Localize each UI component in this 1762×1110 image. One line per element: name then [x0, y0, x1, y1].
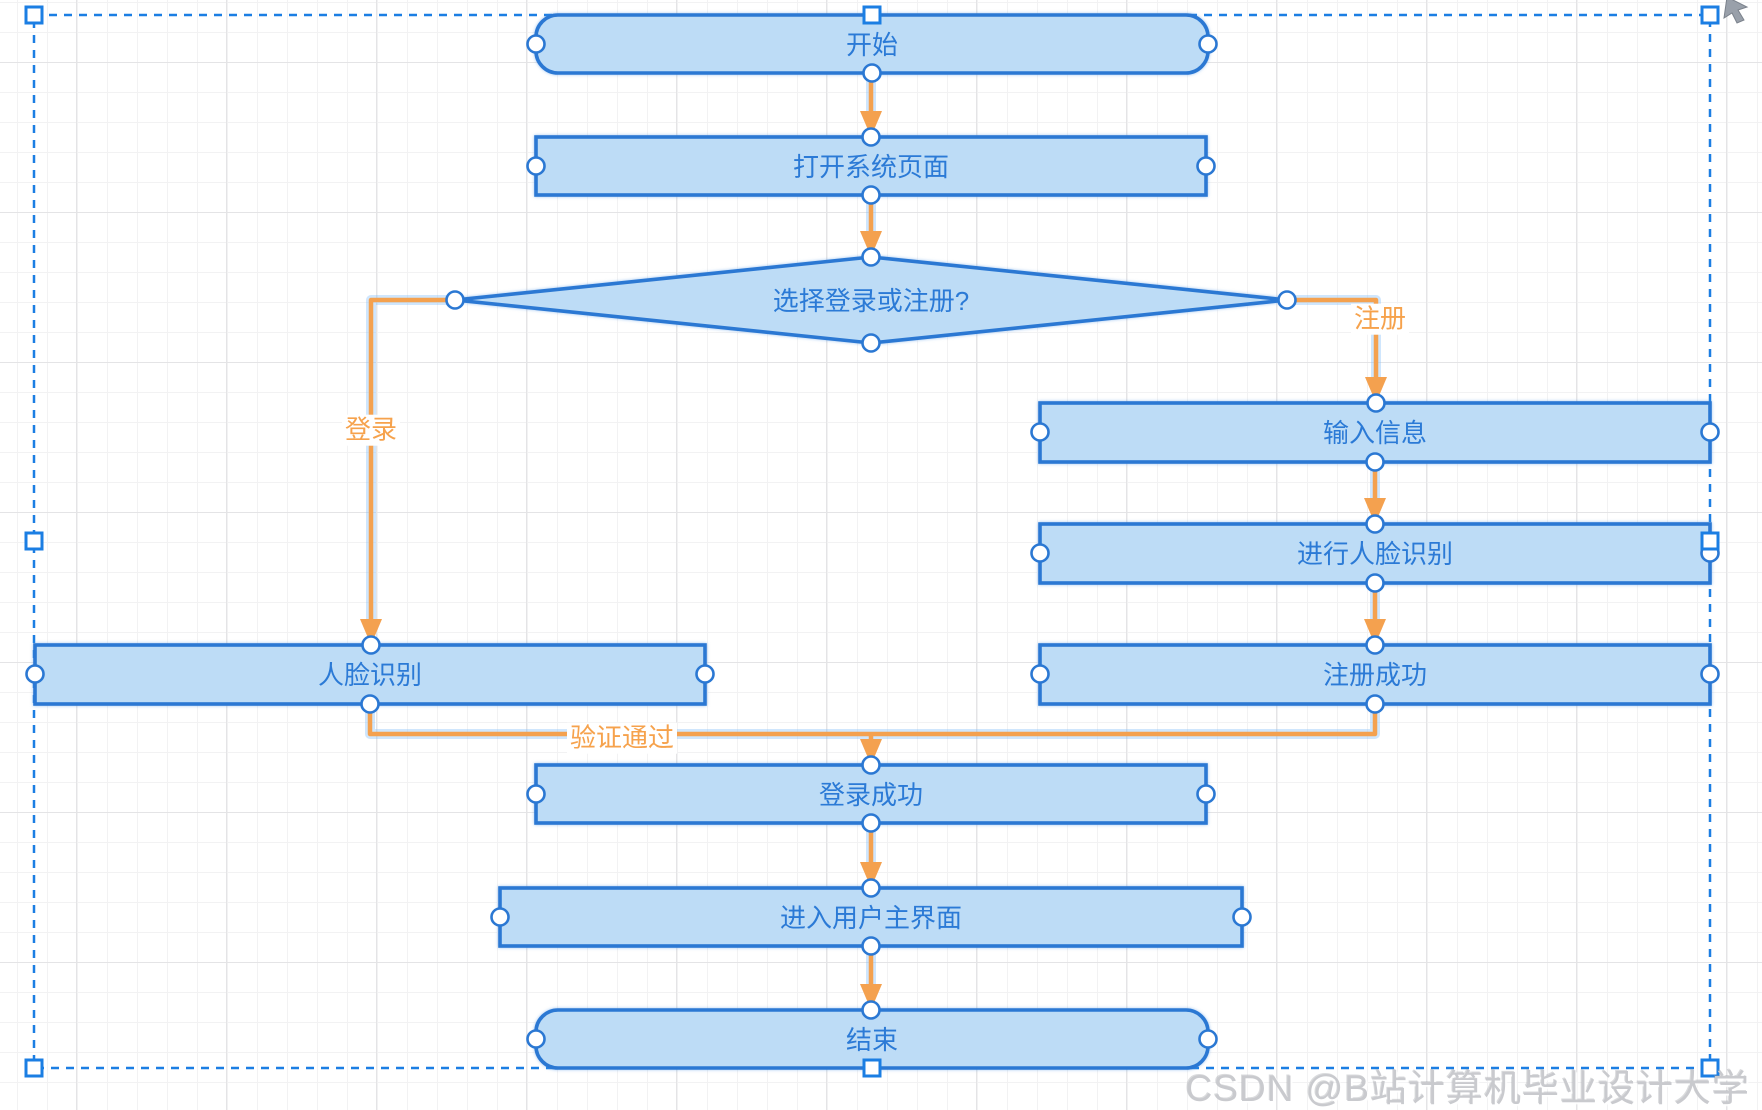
node-login-success-label: 登录成功 [819, 780, 923, 810]
connection-point[interactable] [360, 694, 380, 714]
connection-point[interactable] [861, 878, 881, 898]
connection-point[interactable] [1198, 34, 1218, 54]
connection-point[interactable] [526, 1029, 546, 1049]
selection-handle-bottom-left[interactable] [24, 1058, 44, 1078]
arrowhead-icon [860, 862, 882, 888]
connection-point[interactable] [1366, 393, 1386, 413]
connection-point[interactable] [1030, 664, 1050, 684]
arrowhead-icon [1364, 619, 1386, 645]
node-input-info-label: 输入信息 [1323, 418, 1427, 448]
connection-point[interactable] [1365, 694, 1385, 714]
connection-point[interactable] [861, 247, 881, 267]
connection-point[interactable] [1198, 1029, 1218, 1049]
node-enter-user-main-ui-label: 进入用户主界面 [780, 903, 962, 933]
connection-point[interactable] [1196, 156, 1216, 176]
arrowhead-icon [860, 111, 882, 137]
connection-point[interactable] [25, 664, 45, 684]
node-register-success-label: 注册成功 [1323, 660, 1427, 690]
edge-face-recognition-to-login-success[interactable] [365, 704, 1380, 765]
selection-handle-top-center[interactable] [862, 5, 882, 25]
connection-point[interactable] [861, 127, 881, 147]
connection-point[interactable] [1365, 514, 1385, 534]
arrowhead-icon [860, 984, 882, 1010]
connection-point[interactable] [361, 635, 381, 655]
connection-point[interactable] [490, 907, 510, 927]
connection-point[interactable] [1232, 907, 1252, 927]
arrowhead-icon [860, 231, 882, 257]
selection-handle-bottom-center[interactable] [862, 1058, 882, 1078]
connection-point[interactable] [526, 156, 546, 176]
connection-point[interactable] [1030, 422, 1050, 442]
arrowhead-icon [1365, 377, 1387, 403]
connection-point[interactable] [445, 290, 465, 310]
connection-point[interactable] [861, 936, 881, 956]
connection-point[interactable] [1196, 784, 1216, 804]
nodes-layer: 开始 打开系统页面 选择登录或注册? 输入信息 进行人脸识别 注册成功 [33, 13, 1712, 1070]
connection-points-layer [25, 34, 1720, 1049]
arrowhead-icon [1364, 498, 1386, 524]
edges-layer [360, 73, 1387, 1010]
node-decision-label: 选择登录或注册? [773, 286, 969, 316]
selection-handle-top-right[interactable] [1700, 5, 1720, 25]
node-decision-choose-login-or-register[interactable]: 选择登录或注册? [454, 255, 1288, 345]
edge-decision-to-face-recognition[interactable] [360, 295, 455, 645]
node-input-info[interactable]: 输入信息 [1038, 401, 1712, 464]
connection-point[interactable] [1700, 422, 1720, 442]
connection-point[interactable] [1030, 543, 1050, 563]
selection-handle-middle-right[interactable] [1700, 531, 1720, 551]
node-face-recognition-label: 人脸识别 [318, 660, 422, 690]
connection-point[interactable] [695, 664, 715, 684]
connection-point[interactable] [1365, 635, 1385, 655]
connection-point[interactable] [1365, 452, 1385, 472]
connection-point[interactable] [861, 185, 881, 205]
csdn-watermark: CSDN @B站计算机毕业设计大学 [1185, 1068, 1750, 1109]
node-start-label: 开始 [846, 30, 898, 60]
connection-point[interactable] [861, 813, 881, 833]
selection-handle-bottom-right[interactable] [1700, 1058, 1720, 1078]
connection-point[interactable] [861, 333, 881, 353]
selection-handle-middle-left[interactable] [24, 531, 44, 551]
connection-point[interactable] [1700, 664, 1720, 684]
node-open-system-page-label: 打开系统页面 [793, 152, 949, 182]
edge-label-register[interactable]: 注册 [1350, 303, 1410, 335]
connection-point[interactable] [526, 34, 546, 54]
edge-label-login[interactable]: 登录 [341, 414, 401, 446]
edge-decision-to-input-info[interactable] [1287, 295, 1387, 403]
connection-point[interactable] [526, 784, 546, 804]
node-end-label: 结束 [846, 1025, 898, 1055]
connection-point[interactable] [862, 63, 882, 83]
selection-handles-layer [24, 5, 1720, 1078]
arrowhead-icon [860, 739, 882, 765]
mouse-cursor-icon [1723, 0, 1749, 24]
connection-point[interactable] [1277, 290, 1297, 310]
connection-point[interactable] [1365, 573, 1385, 593]
arrowhead-icon [360, 619, 382, 645]
connection-point[interactable] [861, 1000, 881, 1020]
connection-point[interactable] [861, 755, 881, 775]
selection-handle-top-left[interactable] [24, 5, 44, 25]
edge-label-verification-passed[interactable]: 验证通过 [566, 722, 678, 754]
node-do-face-recognition-label: 进行人脸识别 [1297, 539, 1453, 569]
